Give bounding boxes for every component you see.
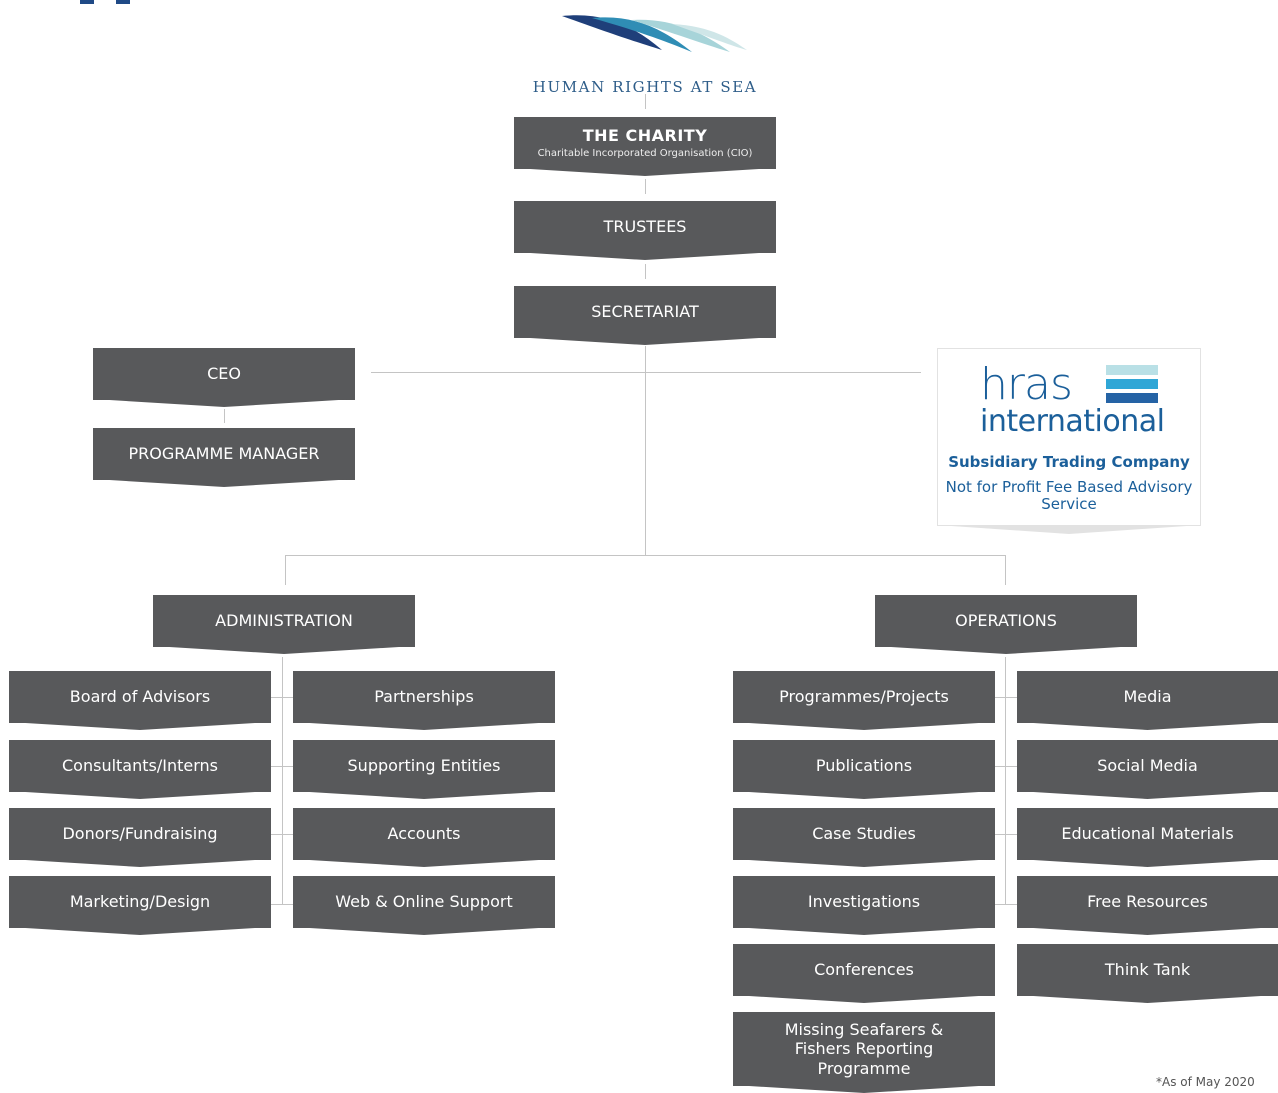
connector-line	[1005, 657, 1006, 905]
operations-unit: Free Resources	[1017, 876, 1278, 928]
connector-line	[371, 372, 921, 373]
connector-line	[645, 179, 646, 194]
admin-unit: Web & Online Support	[293, 876, 555, 928]
operations-unit: Investigations	[733, 876, 995, 928]
connector-line	[224, 409, 225, 423]
ceo-box: CEO	[93, 348, 355, 400]
admin-unit: Marketing/Design	[9, 876, 271, 928]
connector-line	[271, 766, 293, 767]
operations-unit: Missing Seafarers & Fishers Reporting Pr…	[733, 1012, 995, 1086]
connector-line	[995, 904, 1017, 905]
header-mark	[80, 0, 150, 4]
connector-line	[645, 346, 646, 555]
connector-line	[995, 697, 1017, 698]
hras-brand-text: hras	[980, 359, 1073, 410]
connector-line	[1005, 555, 1006, 585]
operations-unit: Publications	[733, 740, 995, 792]
operations-unit: Educational Materials	[1017, 808, 1278, 860]
connector-line	[645, 94, 646, 109]
operations-unit: Conferences	[733, 944, 995, 996]
operations-unit: Social Media	[1017, 740, 1278, 792]
connector-line	[645, 264, 646, 279]
operations-box: OPERATIONS	[875, 595, 1137, 647]
admin-unit: Consultants/Interns	[9, 740, 271, 792]
trustees-box: TRUSTEES	[514, 201, 776, 253]
connector-line	[271, 904, 293, 905]
connector-line	[285, 555, 286, 585]
operations-unit: Programmes/Projects	[733, 671, 995, 723]
admin-unit: Supporting Entities	[293, 740, 555, 792]
subsidiary-title: Subsidiary Trading Company	[948, 453, 1190, 471]
hras-international-panel: hras international Subsidiary Trading Co…	[937, 348, 1201, 526]
brand-stripe-icon	[1106, 379, 1158, 389]
programme-manager-box: PROGRAMME MANAGER	[93, 428, 355, 480]
admin-unit: Donors/Fundraising	[9, 808, 271, 860]
charity-title: THE CHARITY	[582, 125, 708, 145]
secretariat-box: SECRETARIAT	[514, 286, 776, 338]
charity-subtitle: Charitable Incorporated Organisation (CI…	[537, 148, 753, 160]
brand-stripe-icon	[1106, 393, 1158, 403]
connector-line	[995, 766, 1017, 767]
charity-box: THE CHARITY Charitable Incorporated Orga…	[514, 117, 776, 169]
brand-stripe-icon	[1106, 365, 1158, 375]
connector-line	[282, 657, 283, 905]
connector-line	[995, 834, 1017, 835]
hras-brand-subtext: international	[980, 404, 1165, 439]
connector-line	[271, 697, 293, 698]
connector-line	[285, 555, 1006, 556]
footnote: *As of May 2020	[1156, 1075, 1255, 1089]
admin-unit: Partnerships	[293, 671, 555, 723]
subsidiary-description: Not for Profit Fee Based Advisory Servic…	[945, 478, 1193, 513]
wave-logo-icon	[562, 15, 747, 53]
operations-unit: Case Studies	[733, 808, 995, 860]
logo-text: HUMAN RIGHTS AT SEA	[532, 78, 758, 96]
connector-line	[271, 834, 293, 835]
operations-unit: Think Tank	[1017, 944, 1278, 996]
admin-unit: Accounts	[293, 808, 555, 860]
operations-unit: Media	[1017, 671, 1278, 723]
human-rights-at-sea-logo: HUMAN RIGHTS AT SEA	[514, 14, 776, 96]
administration-box: ADMINISTRATION	[153, 595, 415, 647]
admin-unit: Board of Advisors	[9, 671, 271, 723]
